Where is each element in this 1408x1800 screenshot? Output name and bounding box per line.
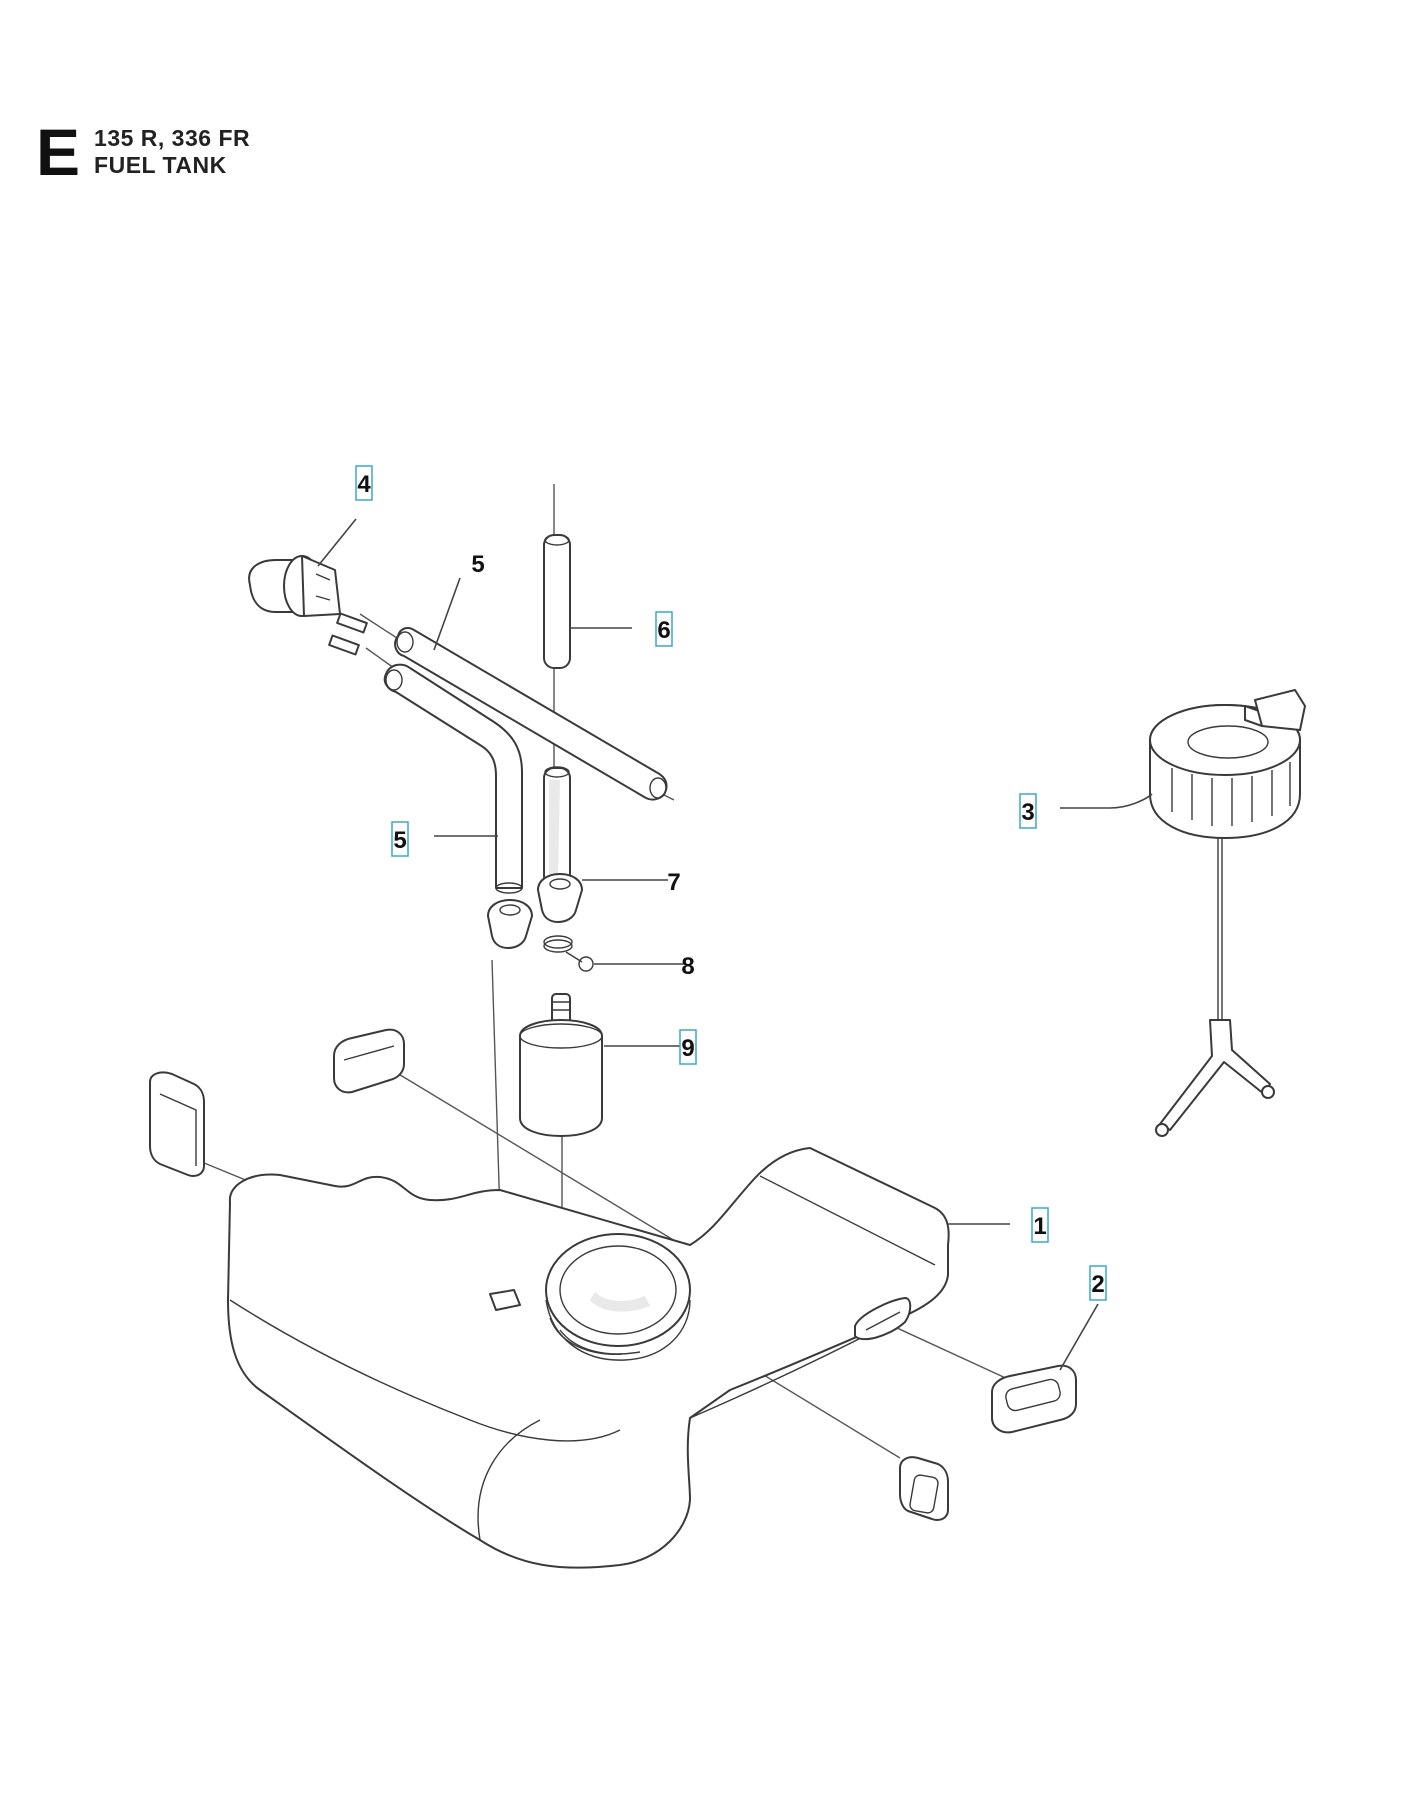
leader-lines [317,518,1153,1371]
fuel-cap [1149,689,1306,1137]
fuel-filter [519,993,603,1137]
callout-label-1: 1 [1033,1213,1046,1240]
callout-label-5-top: 5 [471,551,484,578]
callout-label-7: 7 [667,869,680,896]
callout-label-9: 9 [681,1035,694,1062]
hose-grommets [487,873,583,949]
callout-1: 1 [1031,1207,1049,1243]
fuel-hoses [383,627,668,894]
primer-bulb [248,555,368,656]
callout-3: 3 [1019,793,1037,829]
callout-9: 9 [679,1029,697,1065]
callout-6: 6 [655,611,673,647]
callout-8: 8 [681,953,694,980]
hose-clamp [543,935,594,972]
callout-7: 7 [667,869,680,896]
callout-label-3: 3 [1021,799,1034,826]
callout-label-6: 6 [657,617,670,644]
section-letter: E [36,115,81,189]
callout-label-4: 4 [357,471,371,498]
callout-label-8: 8 [681,953,694,980]
tank-grommets [149,1028,1077,1521]
callout-5-bottom: 5 [391,821,409,857]
callout-2: 2 [1089,1265,1107,1301]
page-title: FUEL TANK [94,152,227,178]
callout-label-5-bottom: 5 [393,827,406,854]
vertical-fuel-hose [543,534,571,887]
fuel-tank [227,1147,950,1569]
callout-4: 4 [355,465,373,501]
callout-label-2: 2 [1091,1271,1104,1298]
page-header: E 135 R, 336 FR FUEL TANK [36,115,250,189]
model-numbers: 135 R, 336 FR [94,125,251,151]
header-text: 135 R, 336 FR FUEL TANK [94,125,250,179]
callout-5-top: 5 [471,551,484,578]
